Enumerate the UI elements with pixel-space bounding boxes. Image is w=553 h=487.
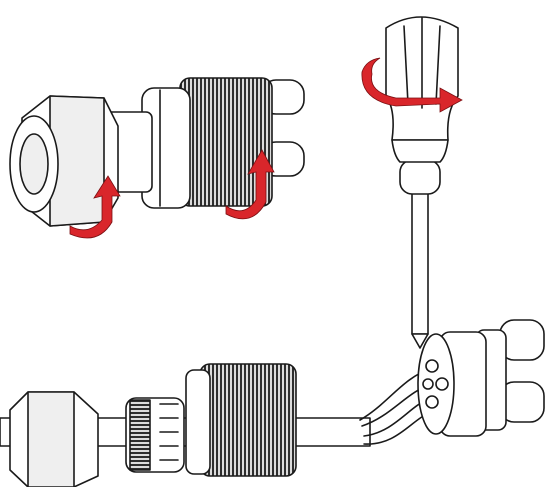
rotation-arrow-icon [361, 57, 463, 113]
rotation-arrow-icon [225, 149, 275, 220]
rotation-arrow-icon [69, 175, 121, 239]
upper-connector-icon [9, 77, 305, 227]
lower-assembly-icon [0, 319, 545, 487]
screwdriver-icon [385, 16, 459, 349]
